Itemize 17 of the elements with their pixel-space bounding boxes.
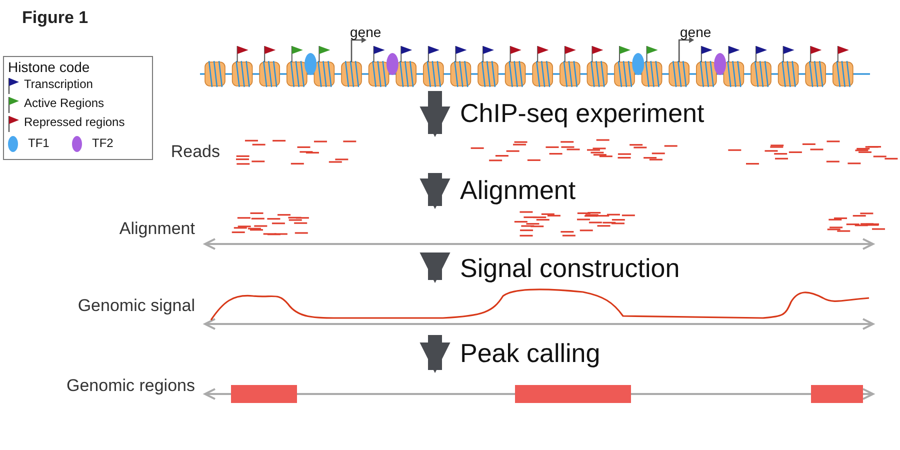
- gene-label: gene: [680, 24, 712, 40]
- row-label: Reads: [170, 142, 220, 162]
- legend-label: Active Regions: [24, 96, 104, 110]
- legend-label: TF1: [28, 136, 50, 150]
- figure-title: Figure 1: [22, 8, 88, 28]
- row-label: Genomic signal: [78, 296, 195, 316]
- block-arrow: [420, 252, 450, 284]
- row-label: Alignment: [119, 219, 195, 239]
- block-arrow: [420, 173, 450, 210]
- block-arrow: [420, 91, 450, 138]
- block-arrow: [420, 335, 450, 374]
- row-label: Genomic regions: [66, 376, 195, 396]
- legend-label: Repressed regions: [24, 115, 125, 129]
- legend-label: TF2: [92, 136, 114, 150]
- gene-label: gene: [350, 24, 382, 40]
- legend-title: Histone code: [8, 59, 90, 75]
- legend-label: Transcription: [24, 77, 93, 91]
